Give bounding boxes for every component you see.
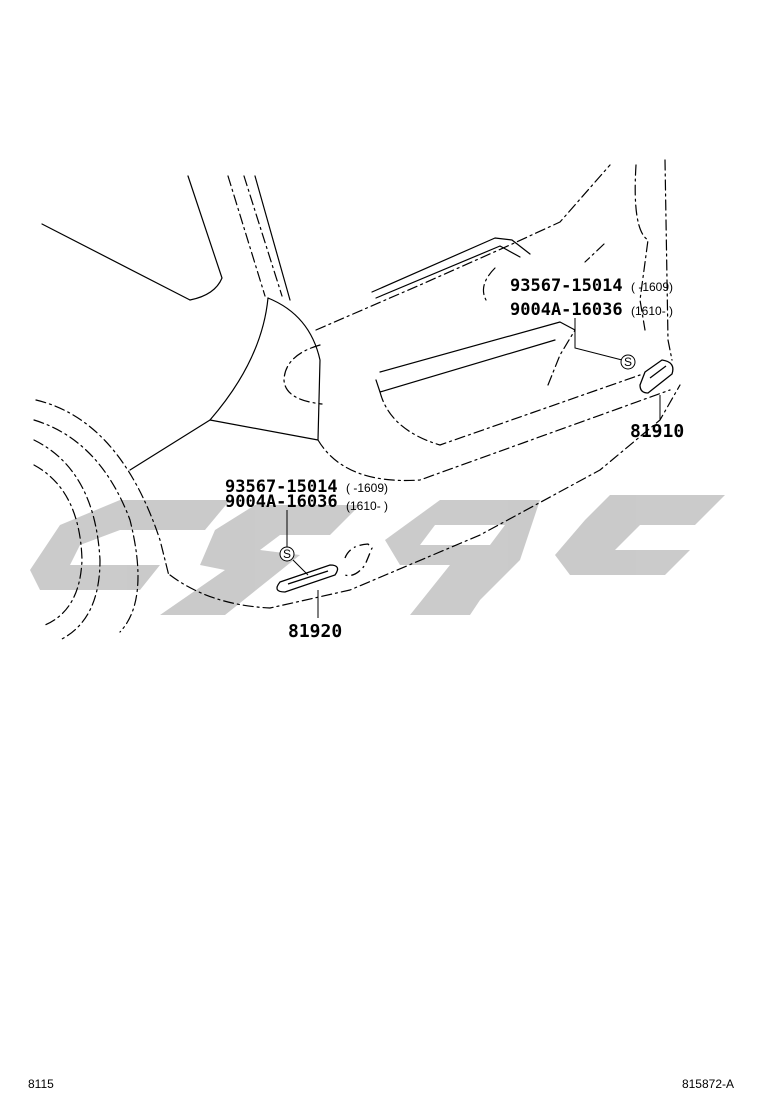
leader-upper-part — [574, 318, 623, 361]
upper-range-b: (1610- ) — [631, 304, 673, 318]
svg-text:S: S — [283, 547, 291, 561]
wheel-arch-inner — [33, 419, 139, 633]
pillar-line-2 — [243, 175, 283, 297]
rear-edge-2 — [664, 159, 673, 361]
reflector-81920-inner — [287, 570, 329, 585]
reflector-81910 — [639, 359, 674, 394]
upper-part-a: 93567-15014 — [510, 276, 623, 296]
tire-arc-1 — [33, 439, 101, 641]
upper-part-b: 9004A-16036 — [510, 300, 623, 320]
bumper-line-lower — [169, 384, 681, 609]
lower-ref-number: 81920 — [288, 621, 342, 642]
reflector-81920-housing — [344, 543, 373, 577]
vehicle-rear-corner-outline — [33, 159, 681, 641]
screw-symbol-upper: S — [620, 354, 636, 370]
watermark-logo — [30, 495, 725, 615]
svg-text:S: S — [624, 355, 632, 369]
leader-lower-symbol — [292, 559, 309, 576]
tire-arc-2 — [33, 464, 83, 626]
lower-part-a: 93567-15014 — [225, 477, 338, 497]
watermark-glyph-3 — [385, 500, 540, 615]
tail-lamp-outline — [584, 243, 605, 263]
spoiler-lower — [375, 245, 521, 299]
window-line — [41, 223, 191, 301]
leader-lines — [286, 318, 661, 618]
page-number: 8115 — [28, 1077, 54, 1091]
window-corner — [187, 175, 223, 301]
screw-symbol-lower: S — [279, 546, 295, 562]
roof-edge — [315, 164, 611, 331]
garnish-upper — [379, 321, 576, 373]
lower-range-b: (1610- ) — [346, 499, 388, 513]
side-lamp — [283, 344, 323, 405]
body-pillar-edge — [129, 297, 269, 471]
bumper-line-upper — [379, 374, 641, 446]
reflector-81910-body — [639, 359, 674, 394]
lower-part-b: 9004A-16036 — [225, 492, 338, 512]
reflector-81920-body — [276, 564, 339, 593]
upper-ref-number: 81910 — [630, 421, 684, 442]
watermark-glyph-4 — [555, 495, 725, 575]
figure-code: 815872-A — [681, 1077, 734, 1091]
lower-range-a: ( -1609) — [346, 481, 388, 495]
watermark-glyph-2 — [160, 505, 360, 615]
bumper-line-middle — [317, 389, 671, 482]
pillar-line-3 — [254, 175, 291, 301]
wheel-arch-outer — [35, 399, 169, 574]
reflector-81910-inner — [649, 365, 667, 379]
reflector-81920 — [276, 543, 373, 593]
pillar-line-1 — [227, 175, 266, 297]
spoiler-upper — [371, 237, 531, 293]
tail-lamp-upper — [482, 267, 496, 301]
upper-range-a: ( -1609) — [631, 280, 673, 294]
watermark-glyph-1 — [30, 500, 230, 590]
body-shoulder — [209, 297, 321, 441]
rear-edge-1 — [634, 164, 649, 331]
tail-lamp-lower — [547, 329, 576, 386]
